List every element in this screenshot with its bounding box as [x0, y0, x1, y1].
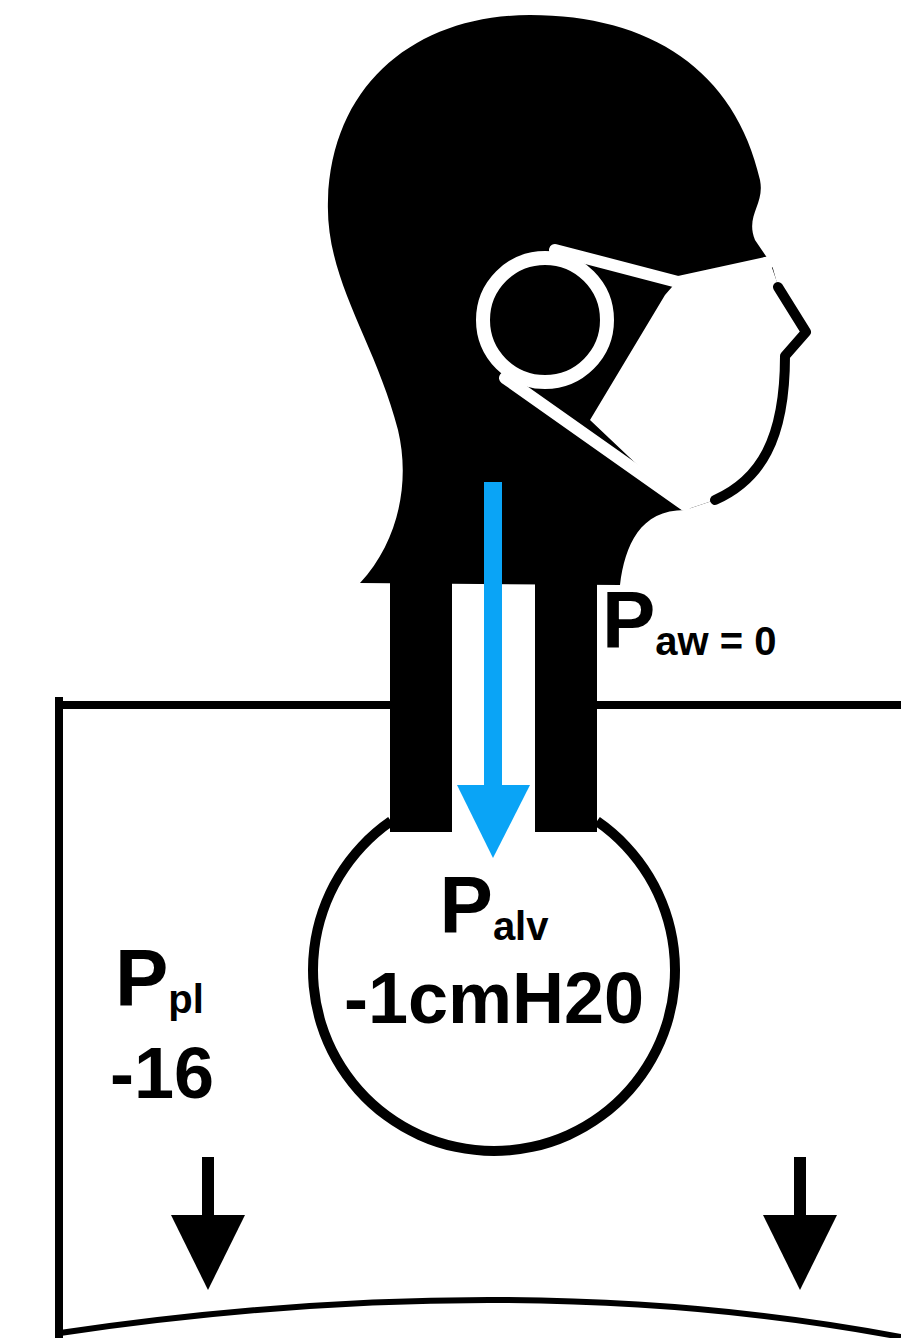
mask-strap	[505, 378, 685, 505]
airflow-arrow	[484, 482, 502, 788]
trachea-wall	[390, 580, 452, 832]
trachea-wall	[535, 580, 597, 832]
chest-wall	[55, 701, 390, 709]
pressure-label: -1cmH20	[288, 962, 700, 1034]
diaphragm-arrow	[763, 1215, 837, 1290]
diaphragm-arrow	[171, 1215, 245, 1290]
airflow-arrow	[457, 785, 530, 858]
pressure-label: Paw = 0	[602, 580, 777, 661]
diaphragm-arrow	[794, 1157, 806, 1219]
pressure-label: Ppl	[115, 938, 204, 1019]
alveolus-node: Palv -1cmH20	[288, 783, 700, 1157]
face-mask	[590, 262, 808, 510]
ear	[483, 258, 607, 382]
chest-wall	[55, 697, 63, 1338]
chest-wall	[597, 701, 901, 709]
mask-edge	[715, 287, 806, 500]
diaphragm	[60, 1300, 901, 1337]
pressure-label: -16	[110, 1037, 214, 1109]
pressure-label: Palv	[288, 865, 700, 946]
diaphragm-arrow	[202, 1157, 214, 1219]
